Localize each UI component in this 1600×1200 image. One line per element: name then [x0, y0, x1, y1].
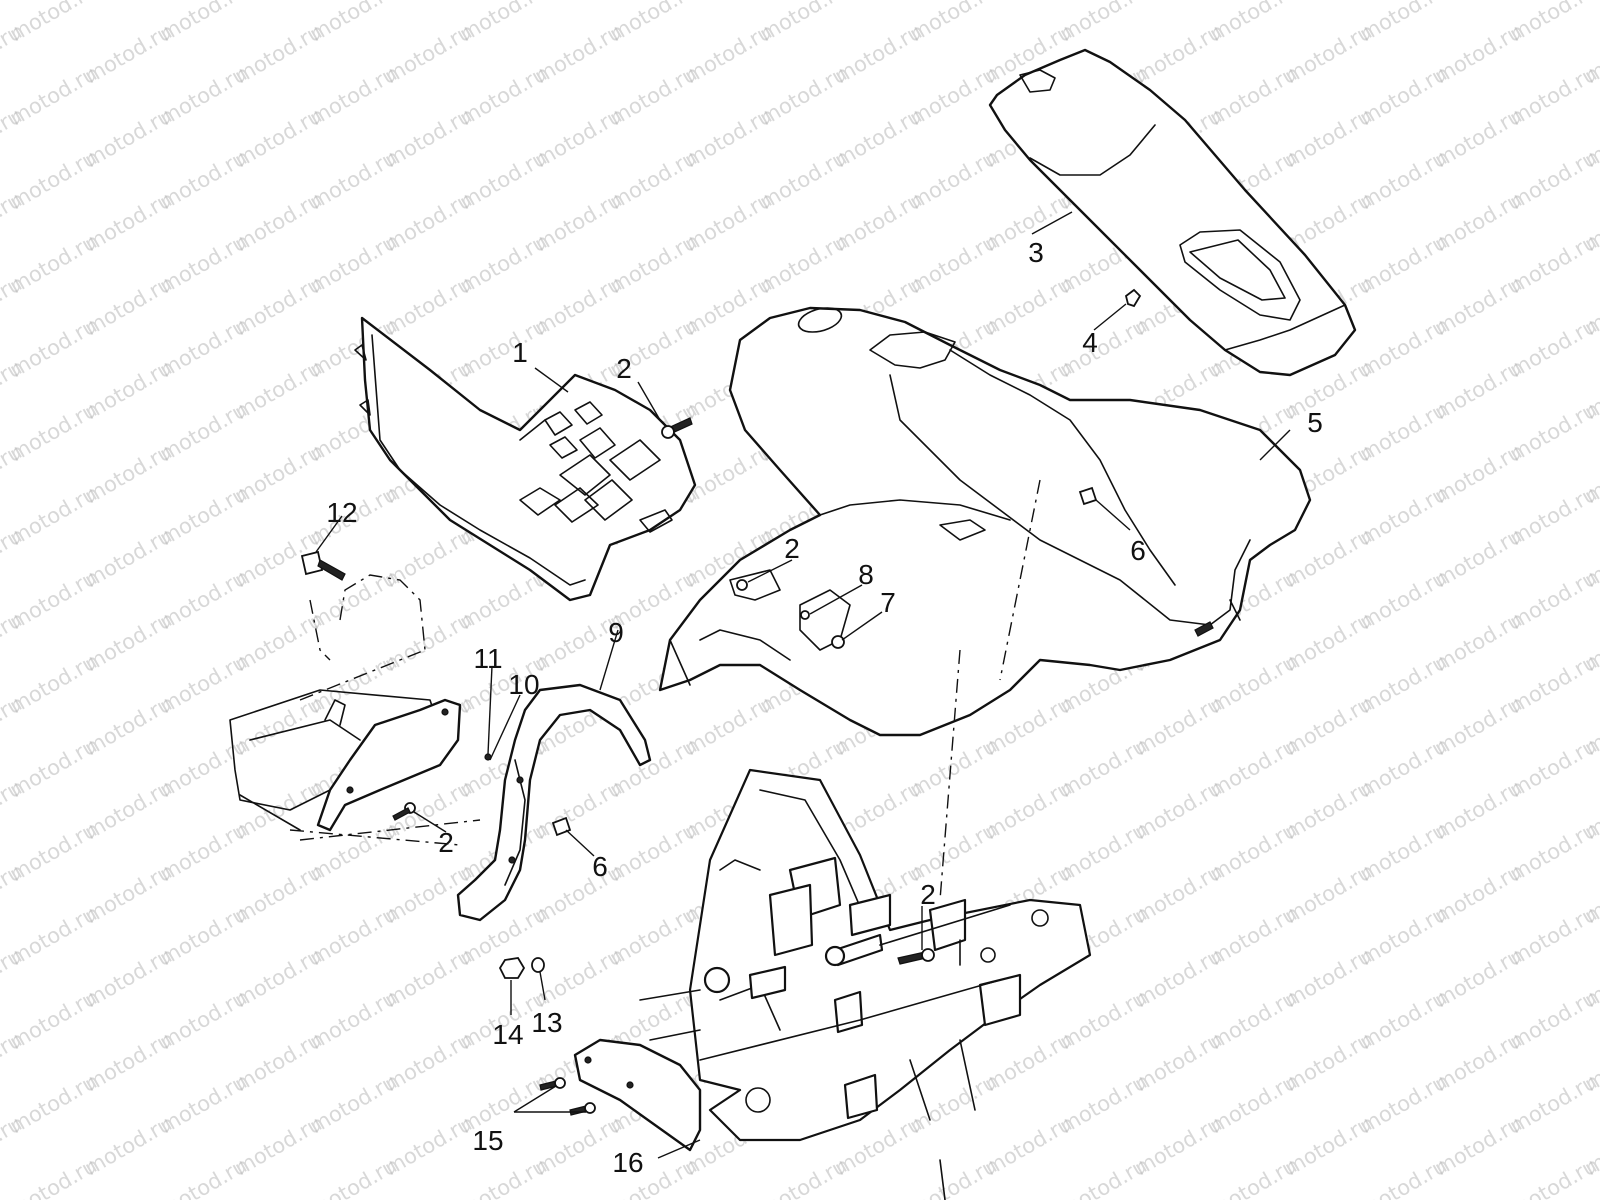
part-6-clip-upper	[1078, 486, 1098, 506]
callout-7: 7	[880, 587, 896, 618]
callout-11: 11	[473, 643, 502, 674]
watermark-text: motod.ru	[1056, 1153, 1151, 1200]
watermark-text: motod.ru	[0, 0, 26, 4]
watermark-text: motod.ru	[1581, 0, 1600, 4]
watermark-text: motod.ru	[1506, 1153, 1600, 1200]
chassis-frame	[639, 768, 1092, 1200]
part-9-fender-flare	[456, 683, 652, 922]
part-4-clip	[1124, 288, 1142, 308]
part-3-seat-cover	[988, 48, 1357, 377]
callout-2: 2	[616, 353, 632, 384]
callout-12: 12	[326, 497, 357, 528]
hardware	[300, 417, 935, 1116]
watermark-text: motod.ru	[1356, 1153, 1451, 1200]
watermark-text: motod.ru	[456, 1153, 551, 1200]
callout-2: 2	[920, 879, 936, 910]
callout-4: 4	[1082, 327, 1098, 358]
watermark-text: motod.ru	[756, 1153, 851, 1200]
watermark-text: motod.ru	[906, 1153, 1001, 1200]
part-5-front-body	[658, 306, 1312, 737]
callout-labels: 1 2 3 4 5 6 12 2 8 7 9 11 10 2 6 2 14 13…	[326, 237, 1322, 1178]
callout-1: 1	[512, 337, 528, 368]
part-16-guard	[573, 1038, 702, 1152]
callout-16: 16	[612, 1147, 643, 1178]
callout-10: 10	[508, 669, 539, 700]
callout-14: 14	[492, 1019, 523, 1050]
watermark-text: motod.ru	[6, 1153, 101, 1200]
callout-2: 2	[438, 827, 454, 858]
watermark-text: motod.ru	[306, 1153, 401, 1200]
part-1-dash-panel	[354, 316, 697, 602]
callout-9: 9	[608, 617, 624, 648]
callout-2: 2	[784, 533, 800, 564]
callout-6: 6	[1130, 535, 1146, 566]
callout-3: 3	[1028, 237, 1044, 268]
callout-15: 15	[472, 1125, 503, 1156]
leader-lines	[315, 211, 1291, 1159]
callout-5: 5	[1307, 407, 1323, 438]
callout-13: 13	[531, 1007, 562, 1038]
watermark-text: motod.ru	[156, 1153, 251, 1200]
part-10-footwell-panel	[316, 698, 462, 832]
callout-8: 8	[858, 559, 874, 590]
callout-6: 6	[592, 851, 608, 882]
watermark-text: motod.ru	[1206, 1153, 1301, 1200]
